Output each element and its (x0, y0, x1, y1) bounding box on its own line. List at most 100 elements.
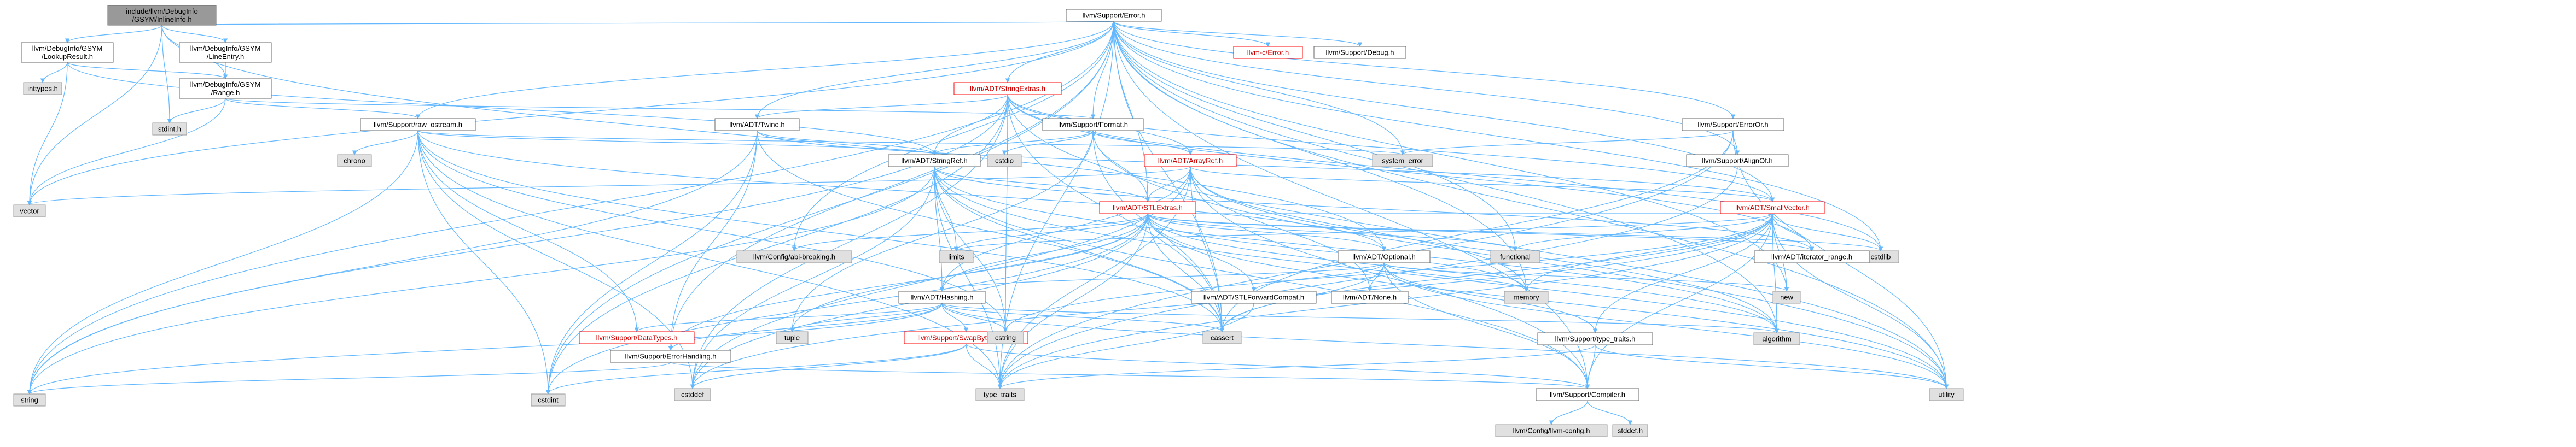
edge-lookupresult-to-inttypes (40, 62, 68, 83)
node-algorithm: algorithm (1753, 332, 1800, 345)
node-box (13, 393, 46, 407)
node-smallvector[interactable]: llvm/ADT/SmallVector.h (1720, 201, 1825, 214)
node-iteratorrange[interactable]: llvm/ADT/iterator_range.h (1754, 250, 1870, 263)
edge-root-to-stdint (161, 25, 172, 123)
node-vector: vector (13, 204, 46, 217)
node-label: llvm/ADT/StringExtras.h (970, 85, 1045, 93)
node-typetraits_h[interactable]: llvm/Support/type_traits.h (1537, 332, 1653, 345)
node-stringextras[interactable]: llvm/ADT/StringExtras.h (953, 82, 1062, 95)
node-errorhandling[interactable]: llvm/Support/ErrorHandling.h (610, 350, 731, 363)
edge-stlextras-to-algorithm (1147, 213, 1780, 333)
edge-format-to-stringref (932, 130, 1094, 155)
edge-rawostream-to-stringref (417, 130, 937, 155)
node-optional[interactable]: llvm/ADT/Optional.h (1338, 250, 1431, 263)
node-label: new (1780, 293, 1793, 302)
edge-error-to-cassert (1113, 21, 1225, 332)
node-box (1233, 46, 1303, 59)
edge-format-to-arrayref (1092, 130, 1193, 155)
node-label: /LookupResult.h (42, 52, 93, 61)
node-none[interactable]: llvm/ADT/None.h (1331, 291, 1409, 304)
edge-stringref-to-compiler (934, 166, 1590, 389)
node-llvmconfig: llvm/Config/llvm-config.h (1495, 424, 1608, 437)
node-box (179, 42, 272, 63)
node-erroror[interactable]: llvm/Support/ErrorOr.h (1682, 118, 1784, 131)
node-cerror[interactable]: llvm-c/Error.h (1233, 46, 1303, 59)
edge-hashing-to-cstring (941, 303, 1008, 332)
node-box (1682, 118, 1784, 131)
node-label: memory (1514, 293, 1539, 302)
node-label: stddef.h (1618, 427, 1643, 435)
edge-hashing-to-cassert (941, 303, 1225, 332)
node-abibreaking: llvm/Config/abi-breaking.h (736, 250, 852, 263)
node-box (610, 350, 731, 363)
edge-optional-to-typetraits_h (1383, 262, 1598, 333)
node-range[interactable]: llvm/DebugInfo/GSYM/Range.h (179, 78, 272, 99)
node-compiler[interactable]: llvm/Support/Compiler.h (1536, 388, 1639, 401)
edge-optional-to-compiler (1383, 262, 1590, 389)
node-twine[interactable]: llvm/ADT/Twine.h (714, 118, 800, 131)
edge-root-to-error (161, 21, 1114, 26)
node-lookupresult[interactable]: llvm/DebugInfo/GSYM/LookupResult.h (21, 42, 114, 63)
node-debug[interactable]: llvm/Support/Debug.h (1313, 46, 1406, 59)
edge-stringref-to-cstring (934, 166, 1008, 332)
edge-stringref-to-iteratorrange (934, 166, 1815, 251)
edge-error-to-algorithm (1113, 21, 1780, 333)
edge-smallvector-to-iteratorrange (1772, 213, 1815, 251)
node-box (1929, 388, 1964, 401)
edge-optional-to-hashing (940, 262, 1385, 292)
node-root[interactable]: include/llvm/DebugInfo/GSYM/InlineInfo.h (107, 5, 217, 26)
node-cassert: cassert (1202, 331, 1242, 344)
edge-error-to-cerror (1113, 21, 1271, 47)
edge-stlextras-to-errorhandling (668, 213, 1148, 351)
node-stringref[interactable]: llvm/ADT/StringRef.h (888, 154, 981, 167)
node-label: llvm/Support/Compiler.h (1550, 391, 1625, 399)
edge-format-to-tuple (789, 130, 1094, 332)
edge-stlextras-to-functional (1147, 213, 1518, 251)
edge-error-to-erroror (1113, 21, 1736, 119)
node-alignof[interactable]: llvm/Support/AlignOf.h (1686, 154, 1789, 167)
header-nodes: include/llvm/DebugInfo/GSYM/InlineInfo.h… (13, 5, 1964, 437)
node-stlforwardcompat[interactable]: llvm/ADT/STLForwardCompat.h (1191, 291, 1317, 304)
edge-stlextras-to-typetraits (997, 213, 1148, 389)
edge-stringref-to-cassert (934, 166, 1225, 332)
node-error[interactable]: llvm/Support/Error.h (1066, 9, 1162, 22)
node-label: llvm/ADT/StringRef.h (901, 157, 967, 165)
edge-rawostream-to-datatypes (417, 130, 639, 332)
edge-arrayref-to-compiler (1190, 166, 1590, 389)
node-box (736, 250, 852, 263)
node-hashing[interactable]: llvm/ADT/Hashing.h (898, 291, 986, 304)
node-typetraits: type_traits (975, 388, 1025, 401)
edge-smallvector-to-typetraits_h (1592, 213, 1773, 333)
node-box (152, 122, 187, 136)
edge-error-to-vector (27, 21, 1114, 205)
edge-error-to-cstdint (545, 21, 1114, 395)
node-box (1537, 332, 1653, 345)
node-arrayref[interactable]: llvm/ADT/ArrayRef.h (1144, 154, 1237, 167)
node-chrono: chrono (337, 154, 372, 167)
node-inttypes: inttypes.h (23, 82, 62, 95)
edge-stringref-to-limits (934, 166, 959, 251)
node-rawostream[interactable]: llvm/Support/raw_ostream.h (360, 118, 476, 131)
edge-rawostream-to-typetraits (417, 130, 1003, 389)
edge-error-to-twine (754, 21, 1114, 119)
edge-optional-to-utility (1383, 262, 1949, 389)
edge-stlextras-to-memory (1147, 213, 1529, 292)
edge-error-to-cstdlib (1113, 21, 1883, 251)
edge-stringextras-to-twine (754, 94, 1008, 119)
node-label: stdint.h (158, 125, 181, 133)
node-box (1202, 331, 1242, 344)
node-stlextras[interactable]: llvm/ADT/STLExtras.h (1099, 201, 1196, 214)
edge-stlextras-to-cstdint (545, 213, 1148, 395)
node-datatypes[interactable]: llvm/Support/DataTypes.h (579, 331, 695, 344)
edge-error-to-errorhandling (668, 21, 1114, 351)
edge-swapbyteorder-to-compiler (966, 343, 1590, 389)
node-format[interactable]: llvm/Support/Format.h (1042, 118, 1144, 131)
node-lineentry[interactable]: llvm/DebugInfo/GSYM/LineEntry.h (179, 42, 272, 63)
edge-stlextras-to-cstdlib (1147, 213, 1883, 251)
edge-error-to-utility (1113, 21, 1949, 389)
node-box (23, 82, 62, 95)
node-label: cstddef (681, 391, 704, 399)
node-box (531, 393, 566, 407)
edge-range-to-rawostream (225, 98, 421, 119)
edge-hashing-to-string (27, 303, 943, 395)
